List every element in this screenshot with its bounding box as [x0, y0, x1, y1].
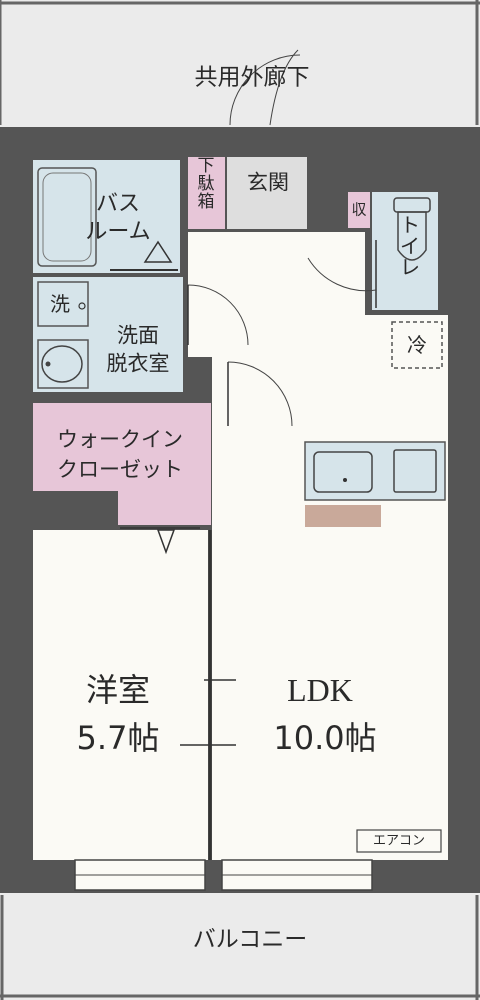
western-room-floor — [33, 530, 208, 860]
kitchen-stove — [393, 449, 437, 493]
shoe-storage — [188, 157, 225, 229]
washer-label: 洗 — [50, 292, 70, 316]
wic-floor-2 — [118, 488, 211, 525]
western-room-name: 洋室 — [85, 671, 151, 709]
entrance-door-swing — [229, 54, 301, 126]
balcony-label: バルコニー — [192, 926, 308, 953]
bathtub-inner — [42, 172, 92, 262]
shoe-storage-label: 下駄箱 — [197, 156, 215, 212]
wic-floor — [33, 403, 211, 491]
ldk-size: 10.0帖 — [273, 719, 377, 757]
storage-tag-label: 収 — [351, 200, 367, 219]
fridge-space — [391, 321, 443, 369]
washbasin-drain — [45, 361, 51, 367]
corridor-label: 共用外廊下 — [194, 64, 310, 91]
toilet-label: トイレ — [400, 213, 420, 279]
entrance-floor — [227, 157, 307, 229]
ldk-name: LDK — [287, 672, 353, 708]
fridge-label: 冷 — [407, 333, 427, 357]
toilet-bowl — [397, 211, 427, 261]
washer-drain-icon — [78, 302, 86, 310]
bath-label: バス ルーム — [85, 191, 151, 245]
entrance-door-swing-2 — [269, 49, 299, 126]
toilet-door-swing — [307, 257, 377, 292]
bathtub — [37, 167, 97, 267]
wic-label: ウォークイン クローゼット — [57, 427, 183, 482]
washroom-label: 洗面 脱衣室 — [106, 323, 170, 376]
bath-triangle-icon — [143, 240, 173, 263]
washbasin-bowl — [41, 345, 83, 383]
western-room-size: 5.7帖 — [76, 719, 160, 757]
wic-door-icon — [156, 529, 176, 555]
toilet-tank — [393, 197, 431, 213]
aircon-label: エアコン — [372, 833, 426, 849]
kitchen-sink-drain — [343, 478, 347, 482]
kitchen-sink — [313, 451, 373, 493]
hall-door-swing-1 — [187, 284, 249, 346]
hallway-floor-2 — [212, 315, 307, 415]
kitchen-back-wall — [305, 505, 381, 527]
storage-small — [348, 192, 370, 228]
aircon-box — [356, 829, 442, 853]
ldk-door-swing — [227, 361, 293, 427]
entrance-label: 玄関 — [247, 170, 289, 195]
